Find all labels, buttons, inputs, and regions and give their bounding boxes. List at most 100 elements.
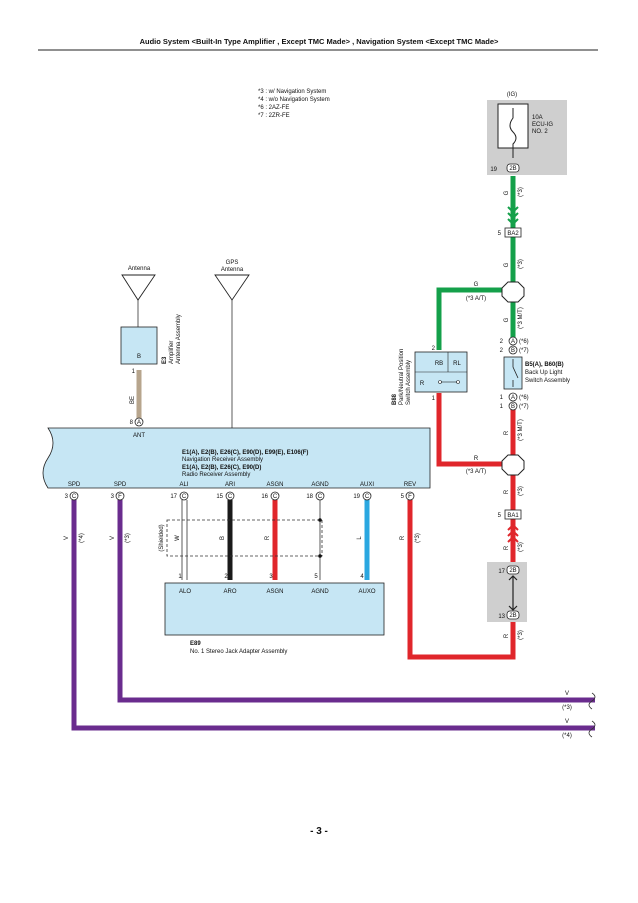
backup-pin: 2 (500, 339, 504, 345)
shield-box (166, 519, 323, 557)
backup-connector-label: A (511, 339, 515, 345)
pin-connector-label: F (408, 494, 412, 500)
backup-note: (*7) (519, 348, 529, 354)
ba1-pin: 5 (498, 513, 502, 519)
jack-pin-label: ARO (223, 589, 236, 595)
pin-connector-label: C (273, 494, 278, 500)
shield-dot (318, 554, 322, 558)
terminal-label: REV (404, 482, 416, 488)
nav-id: E1(A), E2(B), E26(C), E90(D), E99(E), E1… (182, 450, 308, 456)
backup-connector (508, 345, 518, 355)
wire-note: (*3) (518, 486, 524, 496)
ant-connector (134, 417, 144, 427)
park-switch-rl: RL (453, 361, 461, 367)
pin-connector (225, 491, 235, 501)
ba2-label: BA2 (507, 231, 519, 237)
amp-name: Amplifier (169, 341, 175, 364)
note: *4 : w/o Navigation System (258, 97, 330, 103)
wire-color-label: R (504, 633, 510, 638)
wire-color-label: R (504, 545, 510, 550)
shield-label: (Shielded) (159, 524, 165, 551)
wire-color-label: G (504, 262, 510, 267)
junction-connector-label: 2B (509, 568, 516, 574)
wire-color-label: R (504, 430, 510, 435)
chevron-icon (507, 206, 519, 226)
wire-white-ali (181, 500, 188, 580)
wire-color-label: G (474, 282, 479, 288)
pin-number: 5 (401, 494, 405, 500)
wire-note: (*3) (415, 533, 421, 543)
radio-id: E1(A), E2(B), E26(C), E90(D) (182, 465, 261, 471)
wire-note: (*3) (562, 705, 572, 711)
jack-pin-label: AUXO (358, 589, 375, 595)
jack-pin-number: 3 (269, 574, 273, 580)
fuse-connector-label: 2B (509, 166, 516, 172)
pin-connector-label: F (118, 494, 122, 500)
ba1-label: BA1 (507, 513, 519, 519)
wire-end-wave (588, 720, 596, 738)
pin-connector (115, 491, 125, 501)
wire-color-label: V (565, 719, 569, 725)
junction-pin: 17 (498, 569, 505, 575)
amp-pin-1: 1 (132, 369, 136, 375)
pin-number: 15 (216, 494, 223, 500)
ba2-pin: 5 (498, 231, 502, 237)
wire-color-label: R (400, 535, 406, 540)
wire-color-label: V (110, 536, 116, 540)
pin-number: 3 (111, 494, 115, 500)
wire-note: (*3 A/T) (466, 469, 486, 475)
backup-pin: 1 (500, 404, 504, 410)
switch-icon (512, 359, 519, 387)
terminal-label: AUXI (360, 482, 374, 488)
backup-connector (508, 401, 518, 411)
terminal-label: ALI (179, 482, 188, 488)
backup-note: (*6) (519, 395, 529, 401)
park-switch-pin: 1 (432, 396, 436, 402)
wire-note: (*3 M/T) (518, 419, 524, 441)
terminal-label: ARI (225, 482, 235, 488)
pin-number: 19 (353, 494, 360, 500)
junction-pin: 13 (498, 614, 505, 620)
gps-label: Antenna (221, 267, 244, 273)
wire-red-rev (407, 500, 516, 660)
radio-name: Radio Receiver Assembly (182, 472, 250, 478)
jack-pin-number: 1 (178, 574, 182, 580)
wire-note: (*4) (79, 533, 85, 543)
terminal-label: ASGN (266, 482, 283, 488)
park-switch-rb: RB (435, 361, 443, 367)
jack-name: No. 1 Stereo Jack Adapter Assembly (190, 649, 287, 655)
page-number: - 3 - (310, 826, 328, 837)
jack-pin-label: AGND (311, 589, 329, 595)
gps-antenna-icon (214, 274, 250, 301)
backup-switch-body (503, 356, 523, 390)
backup-connector-label: A (511, 395, 515, 401)
fuse-connector (506, 163, 520, 173)
note: *7 : 2ZR-FE (258, 113, 290, 119)
note: *6 : 2AZ-FE (258, 105, 289, 111)
pin-connector-label: C (228, 494, 233, 500)
ba2-connector (504, 227, 522, 238)
nav-terminals: SPD SPD ALI ARI ASGN AGND AUXI REV (68, 482, 416, 488)
wire-green-at (436, 287, 504, 350)
wire-end-wave (588, 692, 596, 710)
jack-adapter-box (164, 582, 385, 636)
wire-color-label: R (265, 535, 271, 540)
terminal-label: SPD (68, 482, 81, 488)
amp-id: E3 (162, 356, 168, 364)
pin-connector (270, 491, 280, 501)
pin-connector (69, 491, 79, 501)
fuse-ig-label: (IG) (507, 92, 517, 98)
junction-connector (506, 610, 520, 620)
wire-color-label: G (504, 317, 510, 322)
gps-label: GPS (226, 260, 239, 266)
jack-pin-number: 2 (224, 574, 228, 580)
wire-color-label: L (357, 536, 363, 540)
park-switch-r: R (420, 381, 425, 387)
pin-connector-label: C (318, 494, 323, 500)
junction-connector (501, 454, 525, 476)
backup-pin: 2 (500, 348, 504, 354)
jack-id: E89 (190, 641, 201, 647)
backup-connector-label: B (511, 404, 515, 410)
jack-pin-label: ASGN (266, 589, 283, 595)
